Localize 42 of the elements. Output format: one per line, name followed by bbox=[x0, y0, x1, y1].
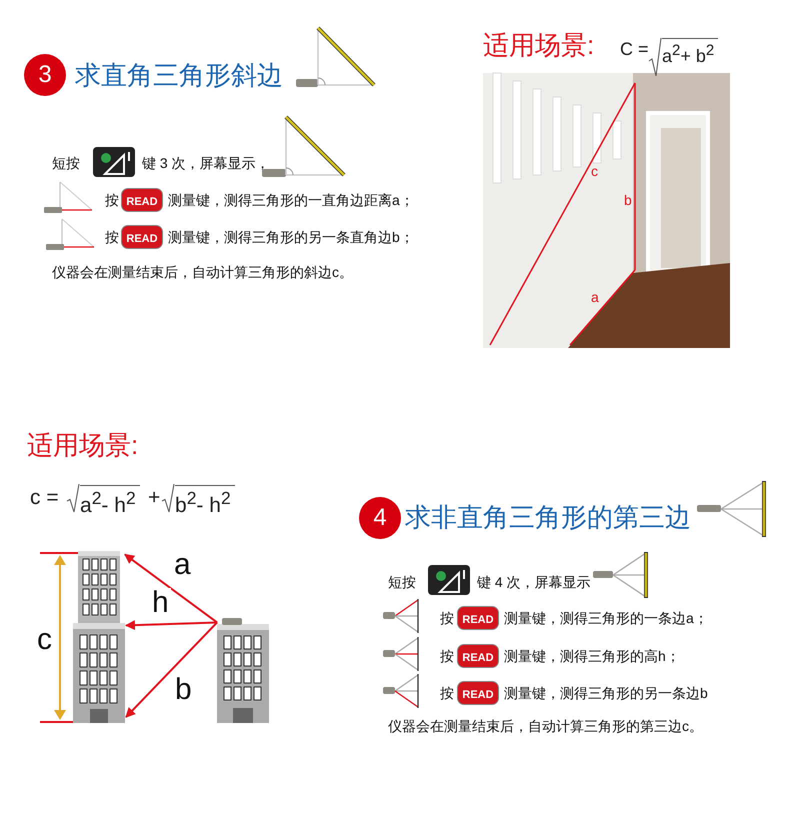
instruction-text: 按 bbox=[105, 193, 119, 207]
arrow bbox=[125, 620, 218, 630]
scenario-heading: 适用场景: bbox=[27, 432, 138, 458]
step-badge: 3 bbox=[24, 54, 66, 96]
formula-text: C = bbox=[620, 40, 649, 58]
read-key: READ bbox=[458, 682, 498, 704]
side-label: c bbox=[591, 164, 598, 178]
section-heading: 求非直角三角形的第三边 bbox=[405, 504, 691, 530]
read-key: READ bbox=[122, 189, 162, 211]
building-with-device-drawing bbox=[216, 616, 270, 724]
arrow bbox=[125, 622, 218, 718]
radicand: a$^{2}$+ b$^{2}$ bbox=[662, 38, 718, 65]
radicand: a$^{2}$- h$^{2}$ bbox=[80, 485, 140, 516]
formula-text: c = bbox=[30, 487, 59, 508]
read-key: READ bbox=[122, 226, 162, 248]
instruction-text: 测量键，测得三角形的另一条边b bbox=[504, 686, 708, 700]
section-heading: 求直角三角形斜边 bbox=[75, 62, 283, 88]
instruction-text: 短按 bbox=[52, 156, 80, 170]
instruction-text: 测量键，测得三角形的一条边a； bbox=[504, 611, 708, 625]
instruction-text: 测量键，测得三角形的另一条直角边b； bbox=[168, 230, 414, 244]
building-drawing bbox=[72, 551, 126, 724]
step-badge: 4 bbox=[359, 497, 401, 539]
instruction-text: 测量键，测得三角形的高h； bbox=[504, 649, 680, 663]
instruction-text: 按 bbox=[440, 649, 454, 663]
side-label: a bbox=[591, 290, 599, 304]
instruction-text: 仪器会在测量结束后，自动计算三角形的第三边c。 bbox=[388, 719, 703, 733]
instruction-text: 短按 bbox=[388, 575, 416, 589]
read-key: READ bbox=[458, 607, 498, 629]
dimension-label: c bbox=[37, 625, 52, 655]
instruction-text: 按 bbox=[440, 611, 454, 625]
radicand: b$^{2}$- h$^{2}$ bbox=[175, 485, 235, 516]
instruction-text: 按 bbox=[105, 230, 119, 244]
read-key: READ bbox=[458, 645, 498, 667]
arrow bbox=[124, 554, 218, 624]
instruction-text: 按 bbox=[440, 686, 454, 700]
instruction-text: 键 3 次，屏幕显示， bbox=[142, 156, 270, 170]
instruction-text: 测量键，测得三角形的一直角边距离a； bbox=[168, 193, 414, 207]
side-label: b bbox=[624, 193, 632, 207]
formula-text: + bbox=[148, 487, 160, 508]
instruction-text: 键 4 次，屏幕显示 bbox=[477, 575, 591, 589]
instruction-text: 仪器会在测量结束后，自动计算三角形的斜边c。 bbox=[52, 265, 353, 279]
scenario-heading: 适用场景: bbox=[483, 32, 594, 58]
